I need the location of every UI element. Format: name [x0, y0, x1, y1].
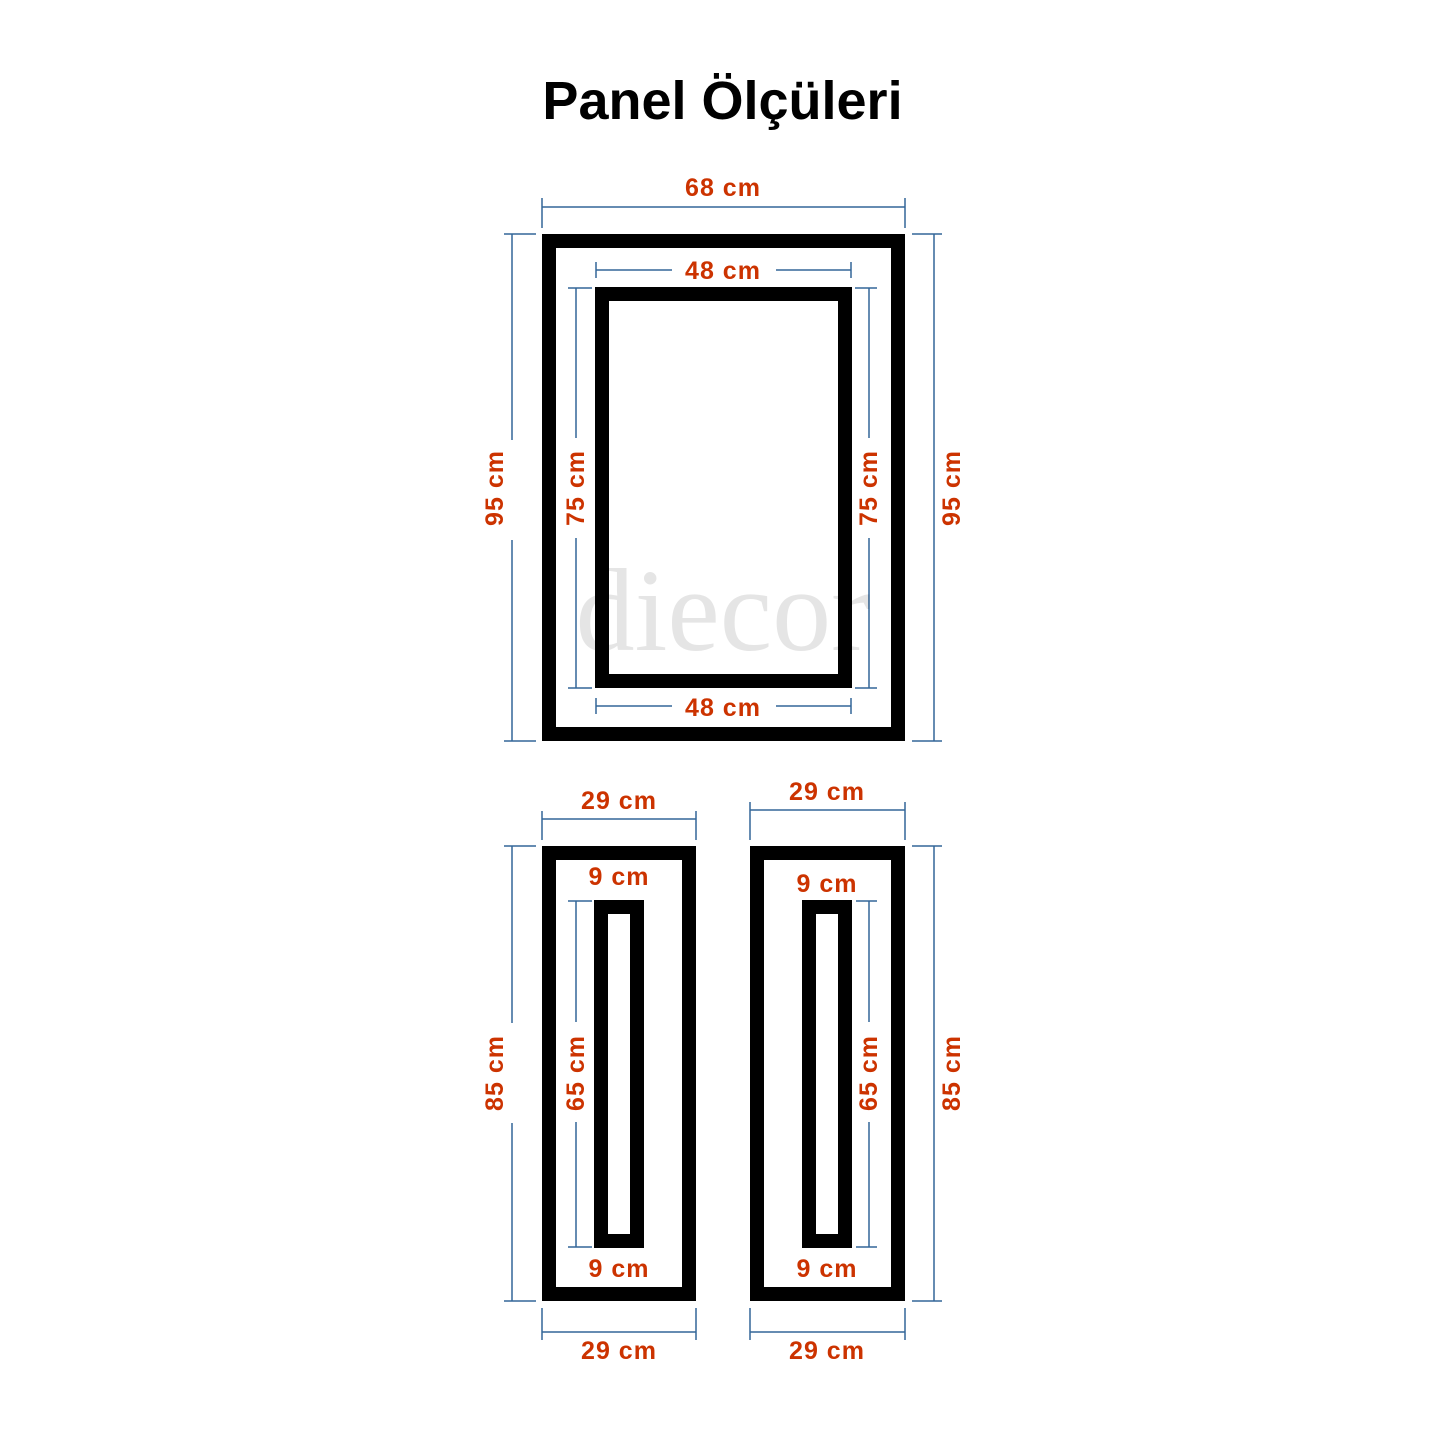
small-right-inner-frame [802, 900, 852, 1248]
small-left-inner-width-top-label: 9 cm [589, 863, 650, 891]
page-title: Panel Ölçüleri [542, 71, 903, 131]
large-inner-width-top-dimension [595, 262, 852, 278]
small-right-outer-width-bottom-label: 29 cm [789, 1337, 865, 1365]
large-inner-width-top-label: 48 cm [685, 257, 761, 285]
small-left-outer-width-top-dimension [541, 811, 697, 840]
large-outer-height-left-label: 95 cm [481, 450, 509, 526]
large-panel: 68 cm 95 cm 95 cm 48 cm [481, 174, 966, 742]
small-right-outer-width-top-dimension [749, 802, 906, 840]
small-left-outer-width-bottom-label: 29 cm [581, 1337, 657, 1365]
small-left-outer-height-label: 85 cm [481, 1035, 509, 1111]
large-outer-width-label: 68 cm [685, 174, 761, 202]
large-inner-height-right-label: 75 cm [855, 450, 883, 526]
small-right-outer-height-label: 85 cm [938, 1035, 966, 1111]
large-inner-height-left-dimension [568, 287, 592, 689]
large-panel-inner-frame [595, 287, 852, 688]
small-left-inner-height-label: 65 cm [562, 1035, 590, 1111]
small-left-inner-height-dimension [568, 900, 592, 1248]
small-panel-left: 29 cm 29 cm 85 cm 9 cm 9 cm 65 cm [481, 787, 697, 1365]
small-panel-right: 29 cm 29 cm 85 cm 9 cm 9 cm 65 cm [749, 778, 966, 1365]
small-left-outer-width-bottom-dimension [541, 1308, 697, 1340]
small-left-outer-frame [542, 846, 696, 1301]
large-inner-width-bottom-dimension [595, 698, 852, 714]
large-outer-height-right-label: 95 cm [938, 450, 966, 526]
large-outer-height-right-dimension [912, 233, 942, 742]
small-right-outer-frame [750, 846, 905, 1301]
small-left-inner-width-bottom-label: 9 cm [589, 1255, 650, 1283]
large-inner-height-left-label: 75 cm [562, 450, 590, 526]
large-inner-height-right-dimension [855, 287, 877, 689]
small-right-inner-width-top-label: 9 cm [797, 870, 858, 898]
large-inner-width-bottom-label: 48 cm [685, 694, 761, 722]
small-right-outer-height-dimension [912, 845, 942, 1302]
small-right-inner-height-dimension [856, 900, 877, 1248]
small-right-inner-height-label: 65 cm [855, 1035, 883, 1111]
small-right-outer-width-top-label: 29 cm [789, 778, 865, 806]
watermark: diecor [576, 545, 871, 676]
small-left-inner-frame [594, 900, 644, 1248]
large-panel-outer-frame [542, 234, 905, 741]
large-outer-width-dimension [541, 198, 906, 228]
small-right-outer-width-bottom-dimension [749, 1308, 906, 1340]
small-left-outer-width-top-label: 29 cm [581, 787, 657, 815]
small-right-inner-width-bottom-label: 9 cm [797, 1255, 858, 1283]
